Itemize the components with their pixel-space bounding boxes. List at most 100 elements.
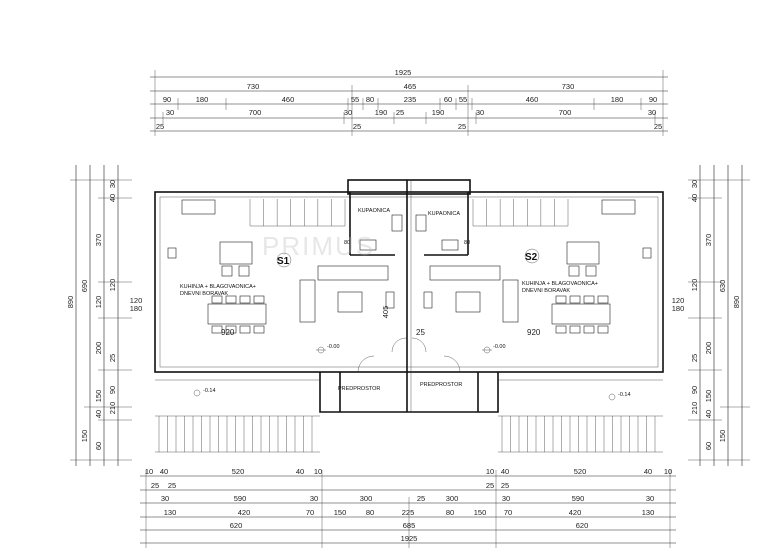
dim-left-sm-2: 120	[108, 279, 117, 292]
dim-top-overall: 1925	[395, 68, 412, 77]
dim-right-in-0: 370	[704, 234, 713, 247]
dim-bot-r3-0: 30	[161, 494, 169, 503]
dim-right-sm-0: 30	[690, 180, 699, 188]
dim-right-in-1: 200	[704, 342, 713, 355]
dim-bot-r4-6: 80	[446, 508, 454, 517]
terrace-level-left: -0.14	[203, 388, 216, 394]
dim-bot-r1-7: 520	[574, 467, 587, 476]
dim-left-mid-1: 150	[80, 430, 89, 443]
dim-bot-r3-2: 30	[310, 494, 318, 503]
dim-top-r3-0: 90	[163, 95, 171, 104]
dim-bot-r2-0: 25	[151, 481, 159, 490]
dim-right-sm-1: 40	[690, 194, 699, 202]
dim-top-r3-10: 90	[649, 95, 657, 104]
dim-left-in-5: 60	[94, 442, 103, 450]
dim-bot-r4-4: 80	[366, 508, 374, 517]
dim-left-in-0: 370	[94, 234, 103, 247]
dim-bot-r3-6: 30	[502, 494, 510, 503]
dim-bot-r4-9: 420	[569, 508, 582, 517]
bath-left: KUPAONICA	[358, 208, 390, 214]
dim-bot-r4-1: 420	[238, 508, 251, 517]
dim-top-r3-4: 80	[366, 95, 374, 104]
door-swings	[357, 337, 461, 373]
dim-bot-overall: 1925	[401, 534, 418, 543]
dim-bot-r2-1: 25	[168, 481, 176, 490]
dim-bot-r4-8: 70	[504, 508, 512, 517]
dim-left-in-2: 200	[94, 342, 103, 355]
dim-top-r3-9: 180	[611, 95, 624, 104]
dim-top-r2-2: 730	[562, 82, 575, 91]
dim-bot-r5-1: 685	[403, 521, 416, 530]
room-name-left-2: DNEVNI BORAVAK	[180, 291, 228, 297]
level-left: -0.00	[327, 344, 340, 350]
dim-bot-r1-1: 40	[160, 467, 168, 476]
center-dim-25: 25	[416, 328, 425, 337]
center-dim-405: 405	[381, 306, 390, 319]
dim-top-r4-7: 700	[559, 108, 572, 117]
dim-top-r4-4: 25	[396, 108, 404, 117]
top-dimension-chain: 1925 730 465 730 90 180 460 55 80 235 60…	[150, 68, 668, 136]
dim-top-r4-3: 190	[375, 108, 388, 117]
dim-bot-r1-4: 10	[314, 467, 322, 476]
dim-bot-r1-3: 40	[296, 467, 304, 476]
stair-80a: 80	[344, 240, 350, 246]
room-name-right-2: DNEVNI BORAVAK	[522, 288, 570, 294]
dim-bot-r1-9: 10	[664, 467, 672, 476]
dim-left-sm-0: 30	[108, 180, 117, 188]
dim-top-r3-1: 180	[196, 95, 209, 104]
dim-bot-r1-5: 10	[486, 467, 494, 476]
dim-right-sm-5: 25	[690, 354, 699, 362]
building-walls	[154, 179, 664, 413]
dim-left-sm-3: 180	[130, 304, 143, 313]
dim-bot-r3-5: 300	[446, 494, 459, 503]
dim-right-sm-4: 120	[672, 296, 685, 305]
dim-bot-r5-0: 620	[230, 521, 243, 530]
dim-bot-r3-7: 590	[572, 494, 585, 503]
dim-top-r3-3: 55	[351, 95, 359, 104]
dim-bot-r5-2: 620	[576, 521, 589, 530]
dim-right-sm-2: 120	[690, 279, 699, 292]
dim-right-sm-3: 180	[672, 304, 685, 313]
dim-left-in-4: 40	[94, 410, 103, 418]
stair-80b: 80	[464, 240, 470, 246]
dim-bot-r4-0: 130	[164, 508, 177, 517]
dim-bot-r1-8: 40	[644, 467, 652, 476]
dim-top-r4-0: 30	[166, 108, 174, 117]
dim-right-mid-1: 150	[718, 430, 727, 443]
right-dimension-chain: 890 630 150 370 200 150 40 60 30 40 120 …	[672, 165, 750, 466]
dim-left-overall: 890	[66, 296, 75, 309]
dim-top-r3-8: 460	[526, 95, 539, 104]
hall-right: PREDPROSTOR	[420, 382, 462, 388]
dim-bot-r3-1: 590	[234, 494, 247, 503]
dim-bot-r4-5: 225	[402, 508, 415, 517]
dim-left-sm-6: 90	[108, 386, 117, 394]
left-dimension-chain: 890 690 150 370 120 200 150 40 60 30 40 …	[66, 165, 142, 466]
room-name-left-1: KUHINJA + BLAGOVAONICA+	[180, 284, 256, 290]
dim-right-sm-7: 210	[690, 402, 699, 415]
level-markers	[193, 346, 616, 401]
dim-right-sm-6: 90	[690, 386, 699, 394]
dim-top-r2-0: 730	[247, 82, 260, 91]
dim-left-in-3: 150	[94, 390, 103, 403]
dim-bot-r4-2: 70	[306, 508, 314, 517]
level-right: -0.00	[493, 344, 506, 350]
dim-top-r4-1: 700	[249, 108, 262, 117]
hall-left: PREDPROSTOR	[338, 386, 380, 392]
dim-bot-r2-3: 25	[501, 481, 509, 490]
dim-top-r4-5: 190	[432, 108, 445, 117]
bathroom-fixtures	[359, 214, 459, 251]
unit-width-left: 920	[221, 328, 235, 337]
dim-bot-r1-2: 520	[232, 467, 245, 476]
dim-top-r4-8: 30	[648, 108, 656, 117]
dim-bot-r1-6: 40	[501, 467, 509, 476]
bottom-dimension-chain: 10 40 520 40 10 10 40 520 40 10 25 25 25…	[140, 467, 676, 548]
dim-left-sm-7: 210	[108, 402, 117, 415]
dim-top-r5-3: 25	[654, 122, 662, 131]
dim-right-mid-0: 630	[718, 280, 727, 293]
dim-left-sm-5: 25	[108, 354, 117, 362]
furniture-left	[167, 199, 395, 334]
dim-top-r3-7: 55	[459, 95, 467, 104]
dim-right-overall: 890	[732, 296, 741, 309]
room-name-right-1: KUHINJA + BLAGOVAONICA+	[522, 281, 598, 287]
